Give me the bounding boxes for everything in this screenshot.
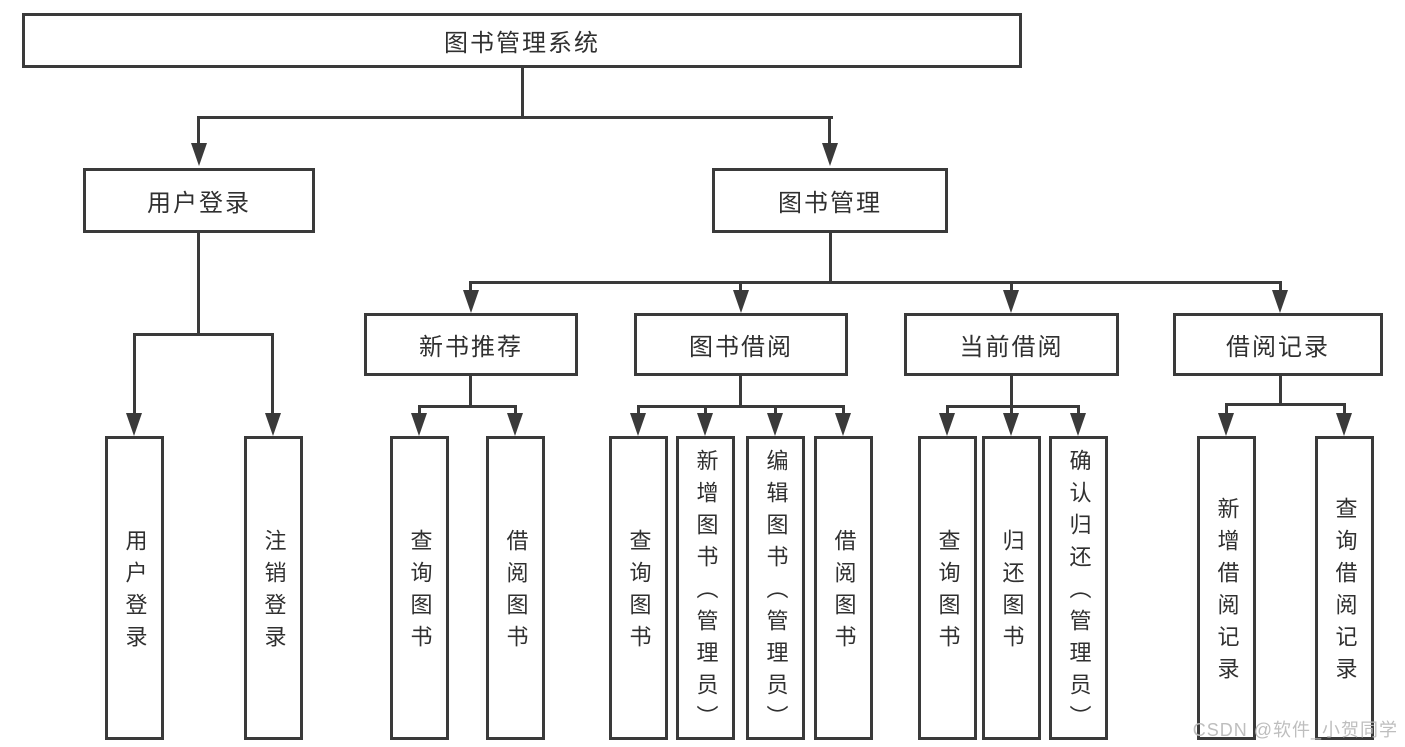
leaf-borrow-books-borrowing: 借阅图书 <box>814 436 873 740</box>
watermark: CSDN @软件_小贺同学 <box>1192 720 1398 740</box>
arrow-down-icon <box>733 290 749 313</box>
leaf-edit-book-admin-label: 编辑图书（管理员） <box>763 449 789 737</box>
connector-leaf-drop <box>704 405 707 415</box>
leaf-logout-label: 注销登录 <box>261 529 287 657</box>
node-user-login: 用户登录 <box>83 168 315 233</box>
leaf-add-borrow-record-label: 新增借阅记录 <box>1214 497 1240 689</box>
node-borrowing-records: 借阅记录 <box>1173 313 1383 376</box>
connector-group-stem <box>1279 376 1282 406</box>
leaf-logout: 注销登录 <box>244 436 303 740</box>
connector-leaf-drop <box>1225 403 1228 415</box>
leaf-borrow-books-borrowing-label: 借阅图书 <box>831 529 857 657</box>
leaf-user-login-label: 用户登录 <box>122 529 148 657</box>
leaf-query-books-borrowing-label: 查询图书 <box>626 529 652 657</box>
connector-leaf-drop <box>774 405 777 415</box>
leaf-user-login: 用户登录 <box>105 436 164 740</box>
leaf-query-books-borrowing: 查询图书 <box>609 436 668 740</box>
leaf-borrow-books-recommend-label: 借阅图书 <box>503 529 529 657</box>
connector-group-stem <box>469 376 472 408</box>
connector-leaf-drop <box>514 405 517 415</box>
connector-leaf-drop <box>418 405 421 415</box>
node-user-login-label: 用户登录 <box>147 190 251 217</box>
connector-leaf-drop <box>946 405 949 415</box>
arrow-down-icon <box>767 413 783 436</box>
node-new-book-recommendation-label: 新书推荐 <box>419 334 523 361</box>
connector-leaf-drop <box>271 333 274 414</box>
leaf-add-borrow-record: 新增借阅记录 <box>1197 436 1256 740</box>
leaf-query-borrow-record: 查询借阅记录 <box>1315 436 1374 740</box>
arrow-down-icon <box>1003 290 1019 313</box>
arrow-down-icon <box>507 413 523 436</box>
connector-book-mgmt-stem <box>829 233 832 283</box>
leaf-borrow-books-recommend: 借阅图书 <box>486 436 545 740</box>
connector-leaf-drop <box>842 405 845 415</box>
connector-leaf-drop <box>637 405 640 415</box>
connector-group-stem <box>739 376 742 408</box>
leaf-query-books-current-label: 查询图书 <box>935 529 961 657</box>
arrow-down-icon <box>835 413 851 436</box>
connector-leaf-drop <box>1279 281 1282 294</box>
connector-leaf-drop <box>1010 281 1013 294</box>
arrow-down-icon <box>1218 413 1234 436</box>
connector-group-stem <box>1010 376 1013 408</box>
leaf-return-books: 归还图书 <box>982 436 1041 740</box>
leaf-edit-book-admin: 编辑图书（管理员） <box>746 436 805 740</box>
arrow-down-icon <box>939 413 955 436</box>
node-current-borrowing: 当前借阅 <box>904 313 1119 376</box>
connector-group-hbar <box>418 405 517 408</box>
node-book-borrowing-label: 图书借阅 <box>689 334 793 361</box>
leaf-query-books-recommend: 查询图书 <box>390 436 449 740</box>
connector-leaf-drop <box>469 281 472 294</box>
arrow-down-icon <box>697 413 713 436</box>
node-borrowing-records-label: 借阅记录 <box>1226 334 1330 361</box>
connector-leaf-drop <box>1343 403 1346 415</box>
connector-leaf-drop <box>133 333 136 414</box>
connector-group-hbar <box>1225 403 1345 406</box>
leaf-query-borrow-record-label: 查询借阅记录 <box>1332 497 1358 689</box>
connector-leaf-drop <box>1010 405 1013 415</box>
arrow-down-icon <box>1070 413 1086 436</box>
node-book-management-label: 图书管理 <box>778 190 882 217</box>
connector-group-hbar <box>637 405 844 408</box>
connector-leaf-drop <box>1077 405 1080 415</box>
connector-level3-hbar <box>469 281 1282 284</box>
connector-user-login-drop <box>197 116 200 147</box>
leaf-confirm-return-admin: 确认归还（管理员） <box>1049 436 1108 740</box>
connector-leaf-drop <box>739 281 742 294</box>
connector-user-login-stem <box>197 233 200 336</box>
arrow-down-icon <box>411 413 427 436</box>
arrow-down-icon <box>265 413 281 436</box>
node-book-management: 图书管理 <box>712 168 948 233</box>
connector-book-mgmt-drop <box>828 116 831 147</box>
leaf-return-books-label: 归还图书 <box>999 529 1025 657</box>
arrow-down-icon <box>191 143 207 166</box>
arrow-down-icon <box>630 413 646 436</box>
node-new-book-recommendation: 新书推荐 <box>364 313 578 376</box>
arrow-down-icon <box>1003 413 1019 436</box>
node-root-label: 图书管理系统 <box>444 30 600 57</box>
connector-user-login-hbar <box>133 333 274 336</box>
leaf-add-book-admin-label: 新增图书（管理员） <box>693 449 719 737</box>
node-book-borrowing: 图书借阅 <box>634 313 848 376</box>
arrow-down-icon <box>126 413 142 436</box>
arrow-down-icon <box>1336 413 1352 436</box>
leaf-query-books-current: 查询图书 <box>918 436 977 740</box>
arrow-down-icon <box>463 290 479 313</box>
leaf-add-book-admin: 新增图书（管理员） <box>676 436 735 740</box>
connector-root-stem <box>521 68 524 118</box>
leaf-confirm-return-admin-label: 确认归还（管理员） <box>1066 449 1092 737</box>
node-root: 图书管理系统 <box>22 13 1022 68</box>
arrow-down-icon <box>1272 290 1288 313</box>
arrow-down-icon <box>822 143 838 166</box>
connector-root-hbar <box>197 116 833 119</box>
node-current-borrowing-label: 当前借阅 <box>959 334 1064 361</box>
leaf-query-books-recommend-label: 查询图书 <box>407 529 433 657</box>
